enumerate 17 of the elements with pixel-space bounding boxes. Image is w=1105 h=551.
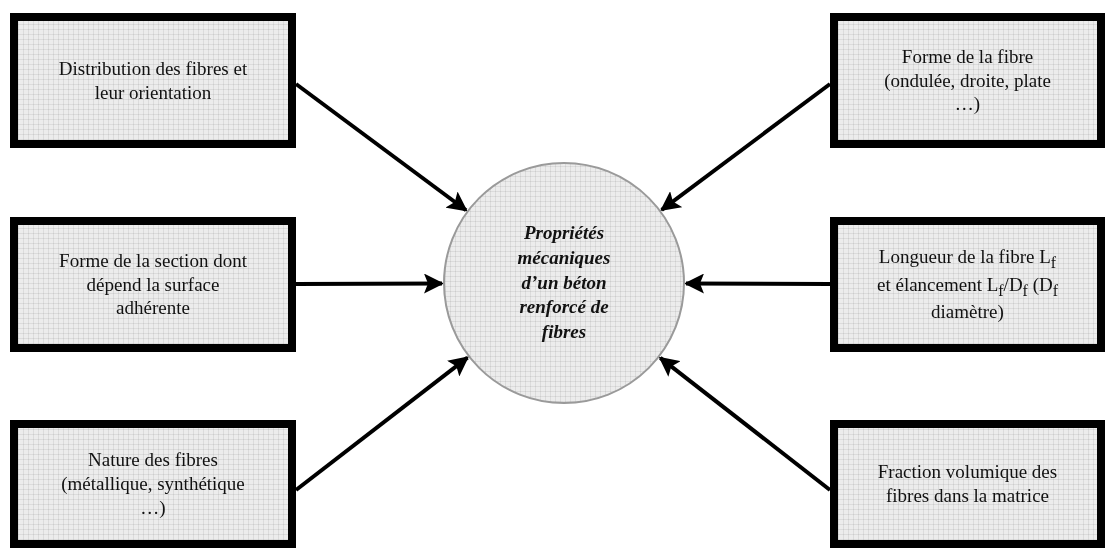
factor-label: Forme de la fibre (ondulée, droite, plate …) [883,44,1052,117]
arrow [658,356,832,492]
factor-box [10,217,296,352]
arrow [660,82,832,212]
factor-box [830,217,1105,352]
factor-label: Distribution des fibres et leur orientation [58,56,248,105]
arrow [296,273,444,294]
arrow [684,273,830,294]
factor-box [10,420,296,548]
factor-box [830,13,1105,148]
factor-label: Fraction volumique des fibres dans la matrice [876,460,1059,508]
factor-label: Forme de la section dont dépend la surface adhérente [58,248,248,321]
central-label: Propriétés mécaniques d’un béton renforcé de fibres [516,221,612,345]
factor-box [10,13,296,148]
factor-box [830,420,1105,548]
factor-label: Longueur de la fibre L$_{f}$ et élancement L$_{f}$/D$_{f}$ (D$_{f}$ diamètre) [876,245,1059,324]
factor-label: Nature des fibres (métallique, synthétique …) [60,448,246,520]
